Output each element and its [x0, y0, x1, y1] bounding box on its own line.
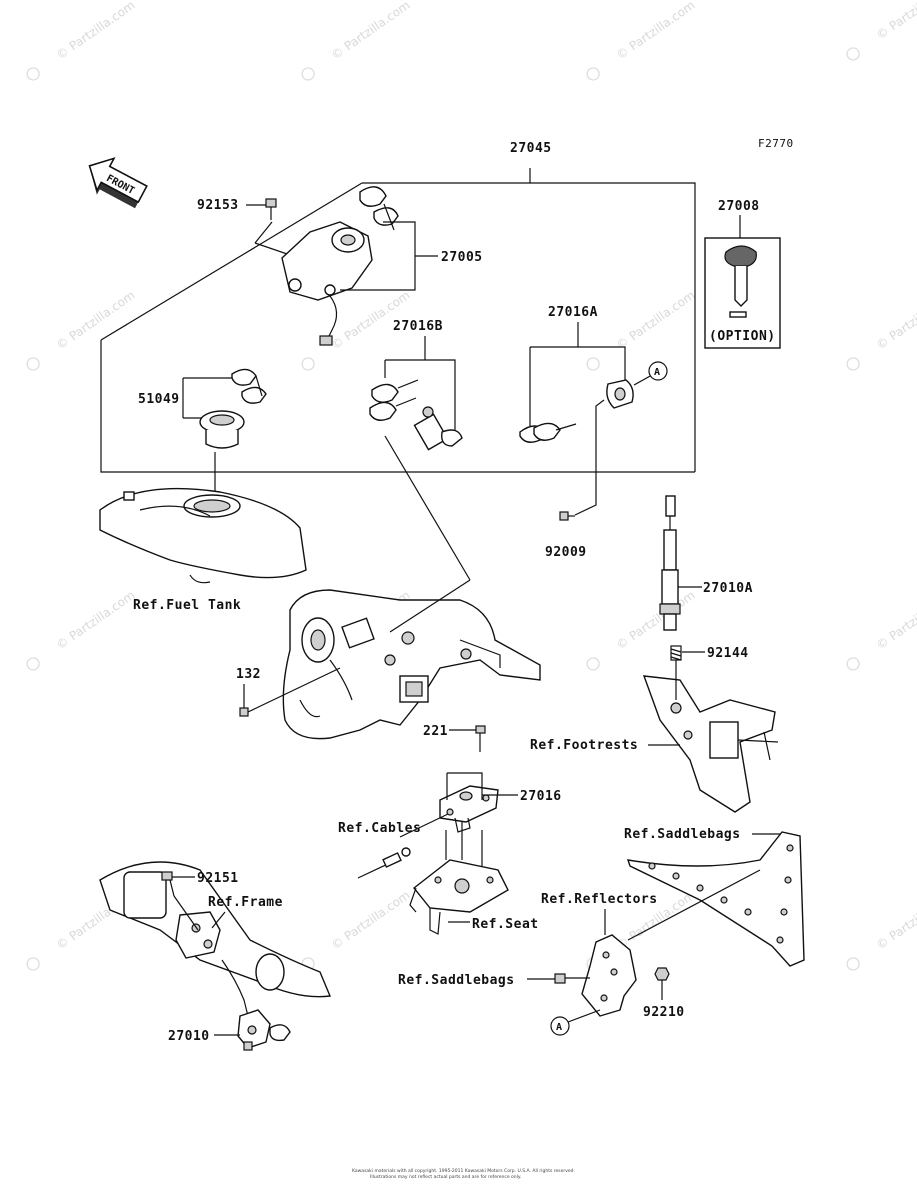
- label-27016A: 27016A: [548, 305, 598, 320]
- footer-line-2: Illustrations may not reflect actual par…: [370, 1174, 521, 1180]
- kit-27045-bracket: [100, 168, 696, 473]
- bolt-132: [239, 707, 249, 717]
- label-51049: 51049: [138, 392, 180, 407]
- callout-a-bottom-label: A: [556, 1022, 563, 1033]
- reflector-bracket: [581, 934, 637, 1017]
- label-27016B: 27016B: [393, 319, 443, 334]
- label-ref-footrests: Ref.Footrests: [530, 738, 638, 753]
- watermark-text: © Partzilla.com: [54, 0, 138, 62]
- label-27008: 27008: [718, 199, 760, 214]
- watermark-text: © Partzilla.com: [874, 888, 917, 953]
- switch-27010A: [659, 495, 681, 631]
- label-ref-frame: Ref.Frame: [208, 895, 283, 910]
- label-ref-fuel-tank: Ref.Fuel Tank: [133, 598, 241, 613]
- watermark-text: © Partzilla.com: [874, 0, 917, 42]
- seat-lock-27016B: [413, 406, 463, 451]
- bolt-92153: [265, 198, 277, 220]
- nut-92210: [654, 967, 670, 981]
- label-92210: 92210: [643, 1005, 685, 1020]
- key-pair-27016A: [519, 422, 577, 443]
- key-pair-27016B: [369, 379, 419, 421]
- screw-92151: [161, 871, 175, 897]
- label-ref-reflectors: Ref.Reflectors: [541, 892, 658, 907]
- fuel-cap-51049: [199, 410, 245, 449]
- cable-end: [357, 847, 411, 879]
- footer-line-1: Kawasaki materials with all copyright. 1…: [352, 1168, 575, 1174]
- frame-bracket-center: [282, 589, 541, 740]
- bolt-saddlebags: [554, 973, 590, 984]
- label-option: (OPTION): [709, 329, 776, 344]
- seat-bracket: [409, 859, 509, 935]
- ignition-switch-27005: [281, 221, 373, 346]
- saddlebag-plate: [626, 831, 805, 967]
- callout-a-top-label: A: [654, 367, 661, 378]
- watermark-text: © Partzilla.com: [614, 588, 698, 653]
- label-92144: 92144: [707, 646, 749, 661]
- figure-code: F2770: [758, 137, 794, 150]
- label-ref-seat: Ref.Seat: [472, 917, 539, 932]
- callout-a-top: [648, 361, 668, 381]
- watermark-text: © Partzilla.com: [614, 288, 698, 353]
- label-27005: 27005: [441, 250, 483, 265]
- watermark-text: © Partzilla.com: [54, 588, 138, 653]
- watermark-text: © Partzilla.com: [614, 0, 698, 62]
- label-ref-saddlebags-bottom: Ref.Saddlebags: [398, 973, 515, 988]
- bolt-221: [475, 725, 486, 752]
- label-92153: 92153: [197, 198, 239, 213]
- option-key-27008: [724, 245, 757, 318]
- screw-92009: [559, 511, 575, 521]
- watermark-text: © Partzilla.com: [874, 288, 917, 353]
- key-pair-27005: [359, 186, 399, 231]
- seat-latch-27016: [439, 785, 499, 833]
- label-92151: 92151: [197, 871, 239, 886]
- label-27010A: 27010A: [703, 581, 753, 596]
- label-132: 132: [236, 667, 261, 682]
- switch-27010: [221, 959, 291, 1051]
- spring-92144: [670, 645, 682, 661]
- lock-27016A: [606, 379, 634, 409]
- label-ref-saddlebags-top: Ref.Saddlebags: [624, 827, 741, 842]
- label-27016: 27016: [520, 789, 562, 804]
- watermark-text: © Partzilla.com: [54, 288, 138, 353]
- watermark-text: © Partzilla.com: [874, 588, 917, 653]
- label-92009: 92009: [545, 545, 587, 560]
- label-27045: 27045: [510, 141, 552, 156]
- key-pair-51049: [231, 368, 267, 404]
- label-221: 221: [423, 724, 448, 739]
- footrest-bracket: [642, 675, 779, 813]
- label-ref-cables: Ref.Cables: [338, 821, 421, 836]
- frame-tube: [99, 861, 331, 998]
- label-27010: 27010: [168, 1029, 210, 1044]
- watermark-text: © Partzilla.com: [329, 888, 413, 953]
- watermark-text: © Partzilla.com: [329, 0, 413, 62]
- callout-a-bottom: [550, 1016, 570, 1036]
- front-arrow-icon: FRONT: [88, 157, 148, 209]
- fuel-tank: [99, 487, 307, 584]
